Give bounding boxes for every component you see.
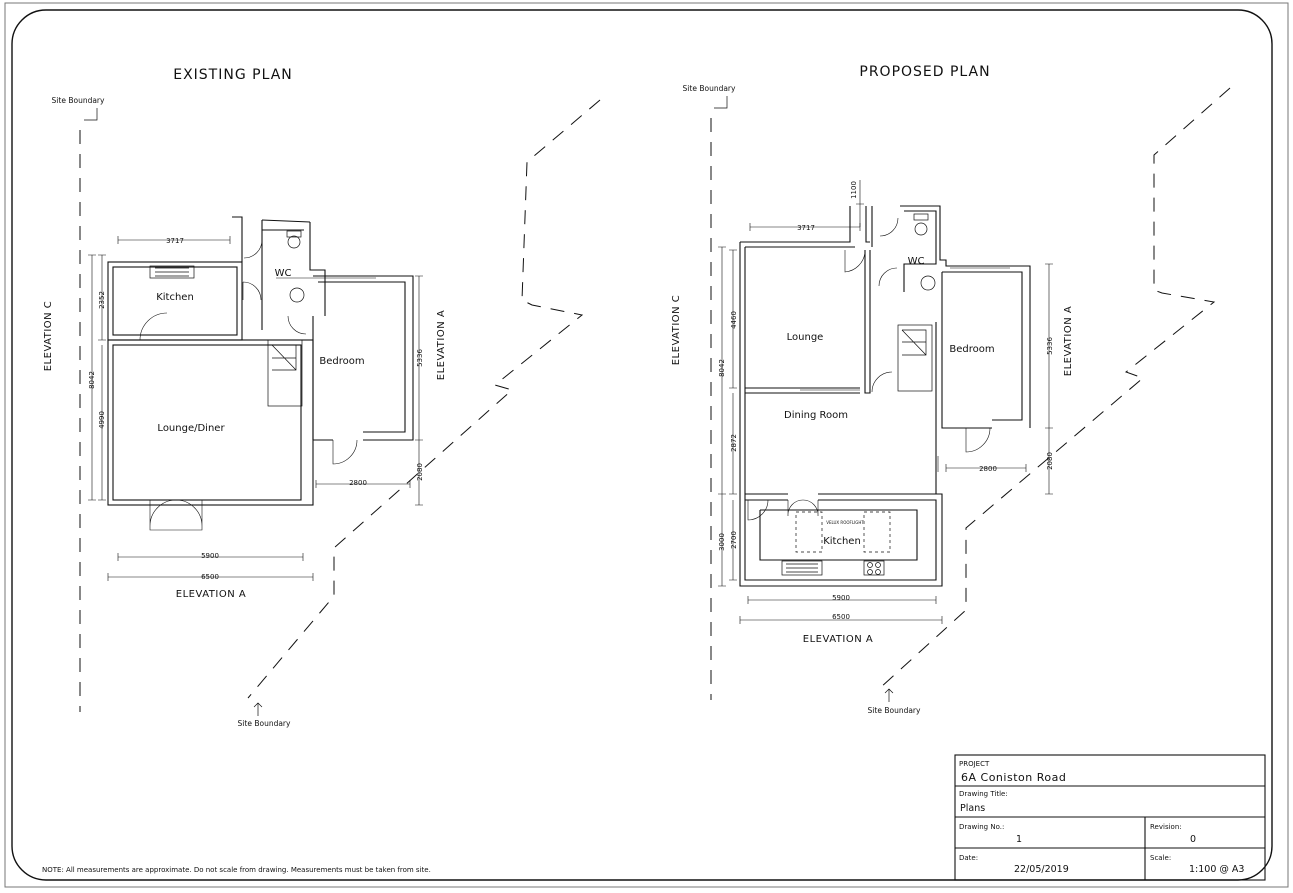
tb-date-label: Date: <box>959 854 978 862</box>
existing-dim-rear: 2080 <box>416 463 424 481</box>
existing-room-bedroom: Bedroom <box>319 356 364 367</box>
tb-date: 22/05/2019 <box>1014 864 1069 875</box>
proposed-room-lounge: Lounge <box>787 332 824 343</box>
existing-elevation-bottom: ELEVATION A <box>176 589 246 600</box>
proposed-rooflight-label: VELUX ROOFLIGHT <box>826 520 864 525</box>
proposed-wc-toilet <box>920 275 936 291</box>
proposed-dim-wc: 1100 <box>850 181 858 199</box>
outer-border <box>4 2 1289 888</box>
existing-room-kitchen: Kitchen <box>156 292 194 303</box>
proposed-doors <box>747 217 1010 521</box>
drawing-note: NOTE: All measurements are approximate. … <box>42 866 431 874</box>
site-boundary-marker-bottom <box>253 702 263 716</box>
proposed-wc-basin <box>914 222 928 236</box>
proposed-site-boundary-line-right <box>879 87 1231 689</box>
existing-dim-w2: 6500 <box>201 573 219 581</box>
proposed-elevation-right: ELEVATION A <box>1063 306 1074 376</box>
tb-scale-label: Scale: <box>1150 854 1171 862</box>
proposed-dim-total: 8042 <box>718 359 726 377</box>
proposed-elevation-left: ELEVATION C <box>671 295 682 366</box>
proposed-plan-title: PROPOSED PLAN <box>859 64 990 80</box>
existing-room-lounge-diner: Lounge/Diner <box>157 423 225 434</box>
proposed-dim-w2: 6500 <box>832 613 850 621</box>
proposed-dim-k2: 3000 <box>718 533 726 551</box>
existing-wc-toilet <box>289 287 305 303</box>
tb-drawing-no-label: Drawing No.: <box>959 823 1004 831</box>
proposed-plan: PROPOSED PLAN Site Boundary Site Boundar… <box>671 64 1231 715</box>
proposed-site-boundary-marker-bottom <box>884 688 894 702</box>
tb-drawing-title: Plans <box>960 803 985 814</box>
existing-dim-bedw: 2800 <box>349 479 367 487</box>
proposed-dim-h1: 4460 <box>730 311 738 329</box>
proposed-dim-h2: 2872 <box>730 434 738 452</box>
proposed-room-bedroom: Bedroom <box>949 344 994 355</box>
proposed-room-wc: WC <box>908 256 925 267</box>
tb-project-label: PROJECT <box>959 760 990 768</box>
site-boundary-label-top: Site Boundary <box>52 96 105 105</box>
existing-dim-total: 8042 <box>88 371 96 389</box>
proposed-wc-cistern <box>913 213 929 221</box>
proposed-dim-bed: 5336 <box>1046 337 1054 355</box>
existing-plan: EXISTING PLAN Site Boundary Site Boundar… <box>43 67 601 728</box>
title-block: PROJECT 6A Coniston Road Drawing Title: … <box>954 754 1266 881</box>
site-boundary-marker-top <box>84 108 98 121</box>
tb-revision-label: Revision: <box>1150 823 1182 831</box>
existing-dim-bed: 5336 <box>416 349 424 367</box>
proposed-site-boundary-marker-top <box>714 96 728 109</box>
proposed-dim-k1: 2700 <box>730 531 738 549</box>
proposed-dim-top: 3717 <box>797 224 815 232</box>
existing-room-wc: WC <box>275 268 292 279</box>
tb-drawing-no: 1 <box>1016 834 1022 845</box>
existing-doors <box>139 239 376 531</box>
proposed-elevation-bottom: ELEVATION A <box>803 634 873 645</box>
inner-border <box>11 9 1273 881</box>
proposed-room-dining: Dining Room <box>784 410 848 421</box>
proposed-site-boundary-label-top: Site Boundary <box>683 84 736 93</box>
site-boundary-label-bottom: Site Boundary <box>238 719 291 728</box>
existing-wc-cistern <box>286 230 302 238</box>
existing-dim-w1: 5900 <box>201 552 219 560</box>
tb-drawing-title-label: Drawing Title: <box>959 790 1008 798</box>
tb-scale: 1:100 @ A3 <box>1189 864 1244 875</box>
existing-dim-top: 3717 <box>166 237 184 245</box>
existing-walls <box>107 216 414 506</box>
proposed-dim-w1: 5900 <box>832 594 850 602</box>
proposed-site-boundary-label-bottom: Site Boundary <box>868 706 921 715</box>
existing-dim-h1: 2352 <box>98 291 106 309</box>
tb-project: 6A Coniston Road <box>961 771 1066 784</box>
proposed-dim-bedw: 2800 <box>979 465 997 473</box>
tb-revision: 0 <box>1190 834 1196 845</box>
proposed-walls <box>739 205 1031 587</box>
existing-wc-basin <box>287 235 301 249</box>
existing-elevation-left: ELEVATION C <box>43 301 54 372</box>
existing-dimension-lines <box>88 236 423 581</box>
existing-dim-h2: 4990 <box>98 411 106 429</box>
proposed-dimension-lines <box>718 180 1053 624</box>
proposed-dim-rear: 2080 <box>1046 452 1054 470</box>
existing-plan-title: EXISTING PLAN <box>173 67 293 83</box>
proposed-room-kitchen: Kitchen <box>823 536 861 547</box>
existing-elevation-right: ELEVATION A <box>436 310 447 380</box>
